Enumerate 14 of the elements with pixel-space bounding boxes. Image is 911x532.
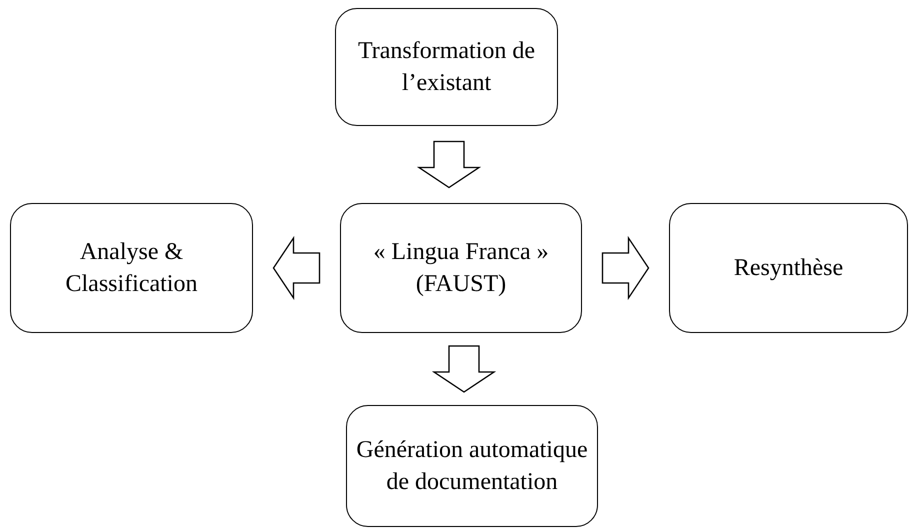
block-arrow <box>416 140 482 188</box>
block-arrow <box>272 236 320 300</box>
node-label: « Lingua Franca » (FAUST) <box>372 238 550 299</box>
block-arrow <box>602 236 650 300</box>
node-label: Analyse & Classification <box>64 238 198 299</box>
block-arrow <box>432 345 496 393</box>
process-box <box>346 405 598 527</box>
node-label: Transformation de l’existant <box>356 36 536 98</box>
process-box <box>340 203 582 333</box>
node-label: Génération automatique de documentation <box>355 436 589 497</box>
process-box <box>669 203 908 333</box>
process-box <box>335 8 558 126</box>
node-label: Resynthèse <box>734 254 844 283</box>
process-box <box>10 203 253 333</box>
